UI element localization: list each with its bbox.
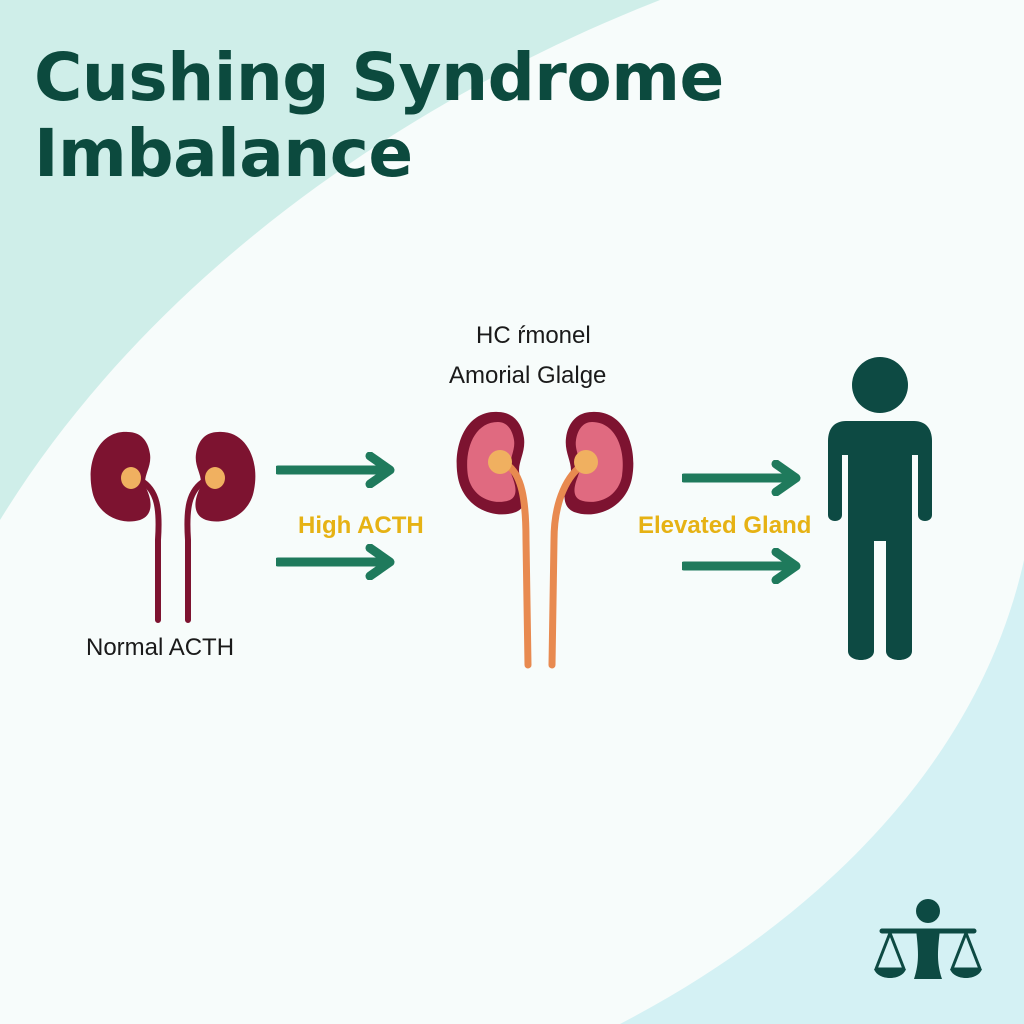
title-line-2: Imbalance [34, 115, 413, 192]
normal-kidneys-icon [90, 431, 256, 623]
inflamed-kidneys-icon [456, 411, 634, 669]
normal-acth-label: Normal ACTH [86, 634, 235, 661]
right-arrow-icon [276, 452, 395, 488]
hormone-label: HC ŕmonel [476, 322, 591, 349]
high-acth-label: High ACTH [298, 512, 424, 539]
page-title: Cushing Syndrome Imbalance [34, 40, 724, 192]
right-arrow-icon [682, 460, 801, 496]
right-arrow-icon [682, 548, 801, 584]
elevated-gland-label: Elevated Gland [638, 512, 812, 539]
gland-label: Amorial Glalge [449, 362, 607, 389]
right-arrow-icon [276, 544, 395, 580]
person-icon [828, 357, 932, 660]
title-line-1: Cushing Syndrome [34, 39, 724, 116]
balance-scale-person-icon [874, 899, 982, 979]
